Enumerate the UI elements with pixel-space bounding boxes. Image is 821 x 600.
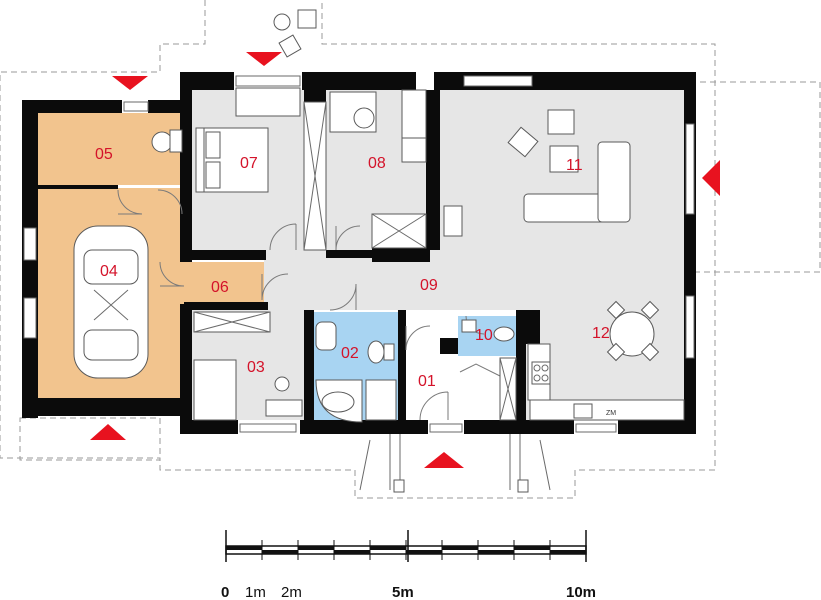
room-label-09: 09 bbox=[420, 277, 438, 294]
kitchen-counter: ZM bbox=[527, 343, 685, 421]
scale-segment bbox=[262, 550, 298, 554]
entry-arrow-icon bbox=[424, 452, 464, 468]
entry-arrow-icon bbox=[246, 52, 282, 66]
room-labels: 05 04 06 07 08 11 09 10 12 03 02 01 bbox=[95, 146, 610, 390]
dining-table-icon bbox=[606, 300, 660, 362]
desk-icon bbox=[329, 91, 427, 163]
scale-segment bbox=[406, 550, 442, 554]
room-06-floor bbox=[184, 262, 264, 304]
room-label-01: 01 bbox=[418, 373, 436, 390]
scale-segment bbox=[370, 546, 406, 550]
bathroom-fixtures bbox=[315, 321, 397, 423]
doors bbox=[117, 189, 501, 421]
scale-bar: 0 1m 2m 5m 10m bbox=[221, 530, 596, 600]
room-label-10: 10 bbox=[475, 327, 493, 344]
car-icon bbox=[73, 225, 149, 379]
built-ins bbox=[193, 87, 517, 421]
room-label-05: 05 bbox=[95, 146, 113, 163]
appliance-label: ZM bbox=[606, 410, 616, 417]
entry-steps bbox=[359, 434, 551, 493]
room-label-08: 08 bbox=[368, 155, 386, 172]
room-label-07: 07 bbox=[240, 155, 258, 172]
room-label-02: 02 bbox=[341, 345, 359, 362]
terrace-furniture bbox=[273, 9, 317, 58]
entry-arrow-icon bbox=[112, 76, 148, 90]
scale-label-10m: 10m bbox=[566, 584, 596, 600]
scale-segment bbox=[550, 550, 586, 554]
toilet-icon bbox=[367, 340, 395, 364]
bed-icon bbox=[195, 127, 269, 193]
boiler-icon bbox=[151, 129, 183, 153]
scale-segment bbox=[514, 546, 550, 550]
windows bbox=[23, 75, 695, 433]
room-label-12: 12 bbox=[592, 325, 610, 342]
entry-arrow-icon bbox=[90, 424, 126, 440]
stove-icon bbox=[531, 361, 551, 385]
scale-segments bbox=[225, 540, 586, 560]
room-label-04: 04 bbox=[100, 263, 118, 280]
scale-segment bbox=[478, 550, 514, 554]
scale-segment bbox=[298, 546, 334, 550]
scale-segment bbox=[442, 546, 478, 550]
sofa-icon bbox=[443, 109, 631, 237]
room-03-furniture bbox=[193, 359, 303, 421]
scale-label-2m: 2m bbox=[281, 584, 302, 600]
scale-segment bbox=[226, 546, 262, 550]
entry-markers bbox=[90, 52, 720, 468]
scale-label-1m: 1m bbox=[245, 584, 266, 600]
room-label-11: 11 bbox=[566, 157, 583, 174]
scale-segment bbox=[334, 550, 370, 554]
scale-label-0: 0 bbox=[221, 584, 229, 600]
room-label-03: 03 bbox=[247, 359, 265, 376]
room-label-06: 06 bbox=[211, 279, 229, 296]
room-12-floor bbox=[526, 250, 684, 420]
wc-fixtures bbox=[461, 319, 515, 342]
scale-label-5m: 5m bbox=[392, 584, 414, 600]
entry-arrow-icon bbox=[702, 160, 720, 196]
